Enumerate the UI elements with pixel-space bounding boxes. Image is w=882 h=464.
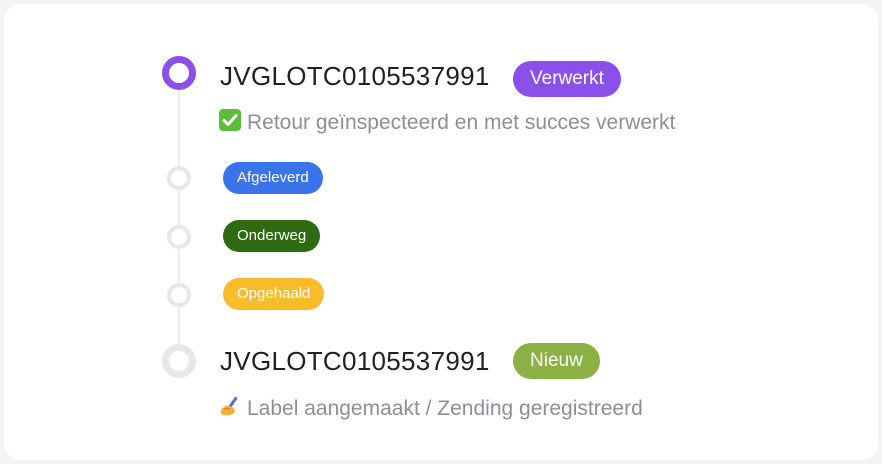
timeline-card: JVGLOTC0105537991 Verwerkt Retour geïnsp… [4, 4, 878, 460]
timeline-node-inactive [162, 344, 196, 378]
status-badge-opgehaald: Opgehaald [223, 278, 325, 310]
status-badge-nieuw: Nieuw [513, 343, 600, 379]
tracking-code: JVGLOTC0105537991 [220, 61, 490, 91]
status-description-text: Label aangemaakt / Zending geregistreerd [247, 397, 643, 420]
timeline-node [167, 225, 191, 249]
status-description: Label aangemaakt / Zending geregistreerd [218, 394, 643, 421]
status-description: Retour geïnspecteerd en met succes verwe… [218, 108, 675, 135]
check-mark-emoji-icon [219, 109, 241, 131]
writing-hand-emoji-icon [220, 396, 238, 416]
timeline-node-active [162, 56, 196, 90]
tracking-code: JVGLOTC0105537991 [220, 346, 490, 376]
timeline-node [167, 166, 191, 190]
status-badge-afgeleverd: Afgeleverd [223, 162, 323, 194]
status-description-text: Retour geïnspecteerd en met succes verwe… [247, 111, 676, 134]
status-badge-verwerkt: Verwerkt [513, 61, 621, 97]
timeline-line [178, 88, 180, 352]
status-badge-onderweg: Onderweg [223, 220, 321, 252]
timeline-node [167, 283, 191, 307]
